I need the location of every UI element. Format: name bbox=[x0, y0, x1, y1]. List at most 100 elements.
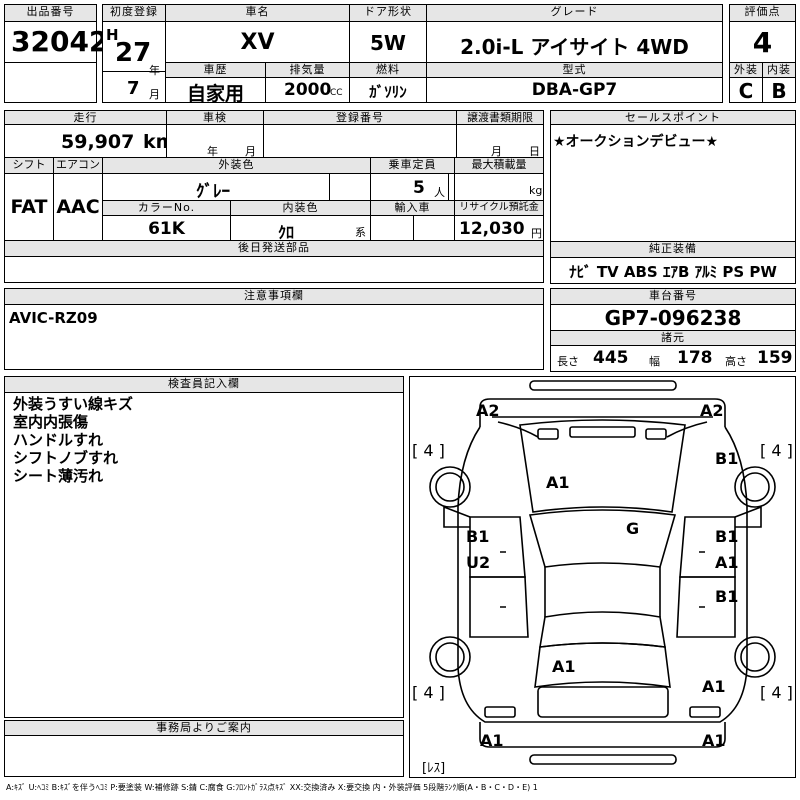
mark-hood: A1 bbox=[546, 473, 570, 492]
aircon-cell: AAC bbox=[53, 173, 103, 241]
inspector-note-2: 室内内張傷 bbox=[13, 413, 89, 431]
mark-front-right: A2 bbox=[700, 401, 724, 420]
aircon-value: AAC bbox=[56, 196, 100, 218]
history-label: 車歴 bbox=[165, 62, 266, 78]
score-cell: 4 bbox=[729, 21, 796, 63]
transfer-limit-label: 譲渡書類期限 bbox=[456, 110, 544, 125]
model-type-label: 型式 bbox=[426, 62, 723, 78]
kei-unit: 系 bbox=[355, 226, 366, 239]
recycle-value: 12,030 bbox=[459, 219, 525, 239]
transfer-limit-cell: 月 日 bbox=[456, 124, 544, 158]
fuel-label: 燃料 bbox=[349, 62, 427, 78]
inspection-month-unit: 月 bbox=[245, 145, 256, 158]
fuel-value: ｶﾞｿﾘﾝ bbox=[369, 83, 407, 101]
reg-month-value: 7 bbox=[127, 78, 140, 99]
capacity-cell: 5 人 bbox=[370, 173, 455, 201]
first-reg-cell: H 27 年 7 月 bbox=[102, 21, 166, 103]
grade-value: 2.0i-L アイサイト 4WD bbox=[460, 35, 689, 59]
inspection-label: 車検 bbox=[166, 110, 264, 125]
divider bbox=[103, 71, 165, 72]
first-reg-label: 初度登録 bbox=[102, 4, 166, 22]
lot-no-value: 32042 bbox=[11, 25, 109, 58]
genuine-equip-cell: ﾅﾋﾞ TV ABS ｴｱB ｱﾙﾐ PS PW bbox=[550, 257, 796, 284]
capacity-label: 乗車定員 bbox=[370, 157, 455, 174]
mark-right-fender: B1 bbox=[715, 449, 739, 468]
chassis-no-label: 車台番号 bbox=[550, 288, 796, 305]
mark-tire-rl: [ 4 ] bbox=[412, 683, 445, 702]
transfer-day-unit: 日 bbox=[529, 145, 540, 158]
mark-rear-left: A1 bbox=[480, 731, 504, 750]
import-label: 輸入車 bbox=[370, 200, 455, 216]
divider bbox=[448, 174, 449, 200]
genuine-equip-label: 純正装備 bbox=[550, 241, 796, 258]
model-type-value: DBA-GP7 bbox=[531, 80, 618, 100]
displacement-value: 2000 bbox=[284, 80, 332, 100]
sales-point-text: ★オークションデビュー★ bbox=[553, 134, 719, 150]
caution-cell: AVIC-RZ09 bbox=[4, 304, 544, 370]
mark-left-front-door: B1 bbox=[466, 527, 490, 546]
car-name-label: 車名 bbox=[165, 4, 350, 22]
int-color-cell: ｸﾛ 系 bbox=[230, 215, 371, 242]
office-label: 事務局よりご案内 bbox=[4, 720, 404, 736]
inspector-note-1: 外装うすい線キズ bbox=[13, 395, 134, 413]
door-type-cell: 5W bbox=[349, 21, 427, 63]
equipment-value: ﾅﾋﾞ TV ABS ｴｱB ｱﾙﾐ PS PW bbox=[569, 263, 777, 281]
mileage-value: 59,907 bbox=[61, 131, 135, 153]
model-type-cell: DBA-GP7 bbox=[426, 77, 723, 103]
grade-cell: 2.0i-L アイサイト 4WD bbox=[426, 21, 723, 63]
interior-grade-cell: B bbox=[762, 77, 796, 103]
era-value: H bbox=[106, 26, 119, 44]
color-no-cell: 61K bbox=[102, 215, 231, 241]
inspector-note-4: シフトノブすれ bbox=[13, 449, 119, 467]
recycle-label: リサイクル預託金 bbox=[454, 200, 544, 216]
mark-tire-rr: [ 4 ] bbox=[760, 683, 793, 702]
divider bbox=[329, 174, 330, 200]
transfer-month-unit: 月 bbox=[491, 145, 502, 158]
history-value: 自家用 bbox=[186, 83, 244, 105]
mark-rear-right: A1 bbox=[702, 731, 726, 750]
fuel-cell: ｶﾞｿﾘﾝ bbox=[349, 77, 427, 103]
length-label: 長さ bbox=[557, 355, 579, 368]
interior-label: 内装 bbox=[762, 62, 796, 78]
ext-color-label: 外装色 bbox=[102, 157, 371, 174]
int-color-value: ｸﾛ bbox=[277, 223, 294, 242]
person-unit: 人 bbox=[434, 186, 445, 199]
inspector-label: 検査員記入欄 bbox=[4, 376, 404, 393]
exterior-label: 外装 bbox=[729, 62, 763, 78]
caution-label: 注意事項欄 bbox=[4, 288, 544, 305]
specs-label: 諸元 bbox=[550, 330, 796, 346]
yen-unit: 円 bbox=[531, 227, 542, 240]
car-name-cell: XV bbox=[165, 21, 350, 63]
year-unit: 年 bbox=[149, 62, 160, 78]
ext-color-value: ｸﾞﾚｰ bbox=[196, 182, 230, 202]
cc-unit: CC bbox=[330, 88, 343, 98]
mark-right-quarter: A1 bbox=[702, 677, 726, 696]
mark-spare: [ﾚｽ] bbox=[422, 761, 446, 776]
recycle-cell: 12,030 円 bbox=[454, 215, 544, 241]
inspection-year-unit: 年 bbox=[207, 145, 218, 158]
mark-rear-roof: A1 bbox=[552, 657, 576, 676]
score-label: 評価点 bbox=[729, 4, 796, 22]
grade-label: グレード bbox=[426, 4, 723, 22]
shift-cell: FAT bbox=[4, 173, 54, 241]
length-value: 445 bbox=[593, 348, 629, 368]
height-value: 159 bbox=[757, 348, 793, 368]
shift-label: シフト bbox=[4, 157, 54, 174]
max-load-cell: kg bbox=[454, 173, 544, 201]
mark-right-front-door: B1 bbox=[715, 527, 739, 546]
color-no-label: カラーNo. bbox=[102, 200, 231, 216]
reg-no-cell bbox=[263, 124, 457, 158]
max-load-label: 最大積載量 bbox=[454, 157, 544, 174]
caution-value: AVIC-RZ09 bbox=[9, 309, 98, 327]
inspection-cell: 年 月 bbox=[166, 124, 264, 158]
inspector-notes-cell: 外装うすい線キズ 室内内張傷 ハンドルすれ シフトノブすれ シート薄汚れ bbox=[4, 392, 404, 718]
width-label: 幅 bbox=[649, 355, 660, 368]
mark-left-side-u2: U2 bbox=[466, 553, 491, 572]
lot-no-cell: 32042 bbox=[4, 21, 108, 63]
kg-unit: kg bbox=[529, 184, 543, 197]
chassis-no-cell: GP7-096238 bbox=[550, 304, 796, 331]
reg-year-value: 27 bbox=[115, 38, 152, 68]
chassis-no-value: GP7-096238 bbox=[604, 306, 742, 330]
color-no-value: 61K bbox=[148, 219, 185, 239]
